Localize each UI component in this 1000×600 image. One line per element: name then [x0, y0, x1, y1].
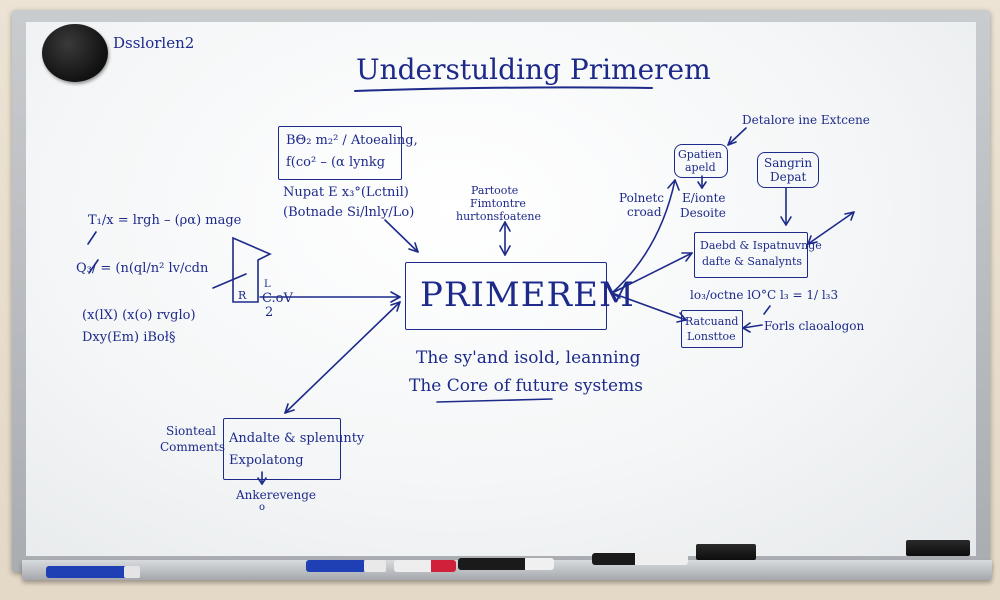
right-top-label: Detalore ine Extcene: [742, 113, 870, 127]
center-box: [405, 262, 607, 330]
center-label: PRIMEREM: [420, 275, 635, 315]
right-box-2: [757, 152, 819, 188]
tagline-underline: [436, 398, 553, 403]
arrow-right-to-box3: [742, 324, 763, 329]
polnetc-line-2: croad: [627, 205, 662, 219]
polnetc-line-1: Polnetc: [619, 191, 665, 205]
bottom-below-mark: o: [259, 502, 266, 513]
blue-marker-cap: [124, 566, 140, 578]
bracket-letter-r: R: [238, 289, 247, 302]
whiteboard-surface: [26, 22, 976, 556]
arrow-center-to-bottom: [284, 301, 401, 414]
under-box-line-1: Nupat E x₃°(Lctnil): [283, 185, 409, 200]
cov-label: C.oV: [262, 291, 293, 306]
eraser-2[interactable]: [906, 540, 970, 556]
above-center-line-2: Fimtontre: [470, 197, 526, 210]
left-bottom-line-1: Sionteal: [166, 424, 216, 438]
blue-marker-2-cap: [364, 560, 386, 572]
lionte-line-2: Desoite: [680, 206, 726, 220]
marker-tray: [22, 560, 992, 580]
right-mid-line-1: Daebd & Ispatnuvnge: [700, 239, 822, 252]
left-bottom-line-2: Comments: [160, 440, 225, 454]
bottom-left-box: [223, 418, 341, 480]
blue-marker-2[interactable]: [306, 560, 366, 572]
right-box-1: [674, 144, 728, 178]
above-center-line-1: Partoote: [471, 184, 519, 197]
top-left-box: [278, 126, 402, 180]
black-marker-2[interactable]: [592, 553, 688, 565]
right-box-3: [681, 310, 743, 348]
magnet-icon: [42, 24, 108, 82]
right-box-3-line-2: Lonsttoe: [687, 330, 736, 343]
right-box-2-line-2: Depat: [770, 170, 807, 184]
above-center-line-3: hurtonsfoatene: [456, 210, 541, 223]
bottom-box-line-1: Andalte & splenunty: [229, 431, 365, 446]
right-bottom-label: Forls claoalogon: [764, 319, 865, 333]
top-box-line-1: BΘ₂ m₂² / Atoealing,: [286, 133, 418, 148]
right-box-1-line-1: Gpatien: [678, 148, 722, 161]
blue-marker[interactable]: [46, 566, 128, 578]
left-equation-4: Dxy(Em) iBoł§: [82, 330, 176, 345]
left-equation-1: T₁/x = lrgh – (ρα) mage: [88, 213, 242, 228]
tagline-line-2: The Core of future systems: [409, 376, 643, 396]
right-equation: lo₃/octne lO°C l₃ = 1/ l₃3: [690, 288, 839, 302]
lionte-line-1: E/ionte: [682, 191, 726, 205]
arrow-topleft-to-center: [384, 219, 419, 253]
left-equation-2: Q₃/ = (n(ql/n² lv/cdn: [76, 261, 209, 276]
tagline-line-1: The sy'and isold, leanning: [416, 348, 641, 368]
board-title: Understulding Primerem: [356, 53, 711, 86]
right-mid-box: [694, 232, 808, 278]
arrow-center-to-rightmid: [611, 252, 693, 294]
black-marker[interactable]: [458, 558, 554, 570]
right-box-1-line-2: apeld: [685, 161, 716, 174]
right-box-2-line-1: Sangrin: [764, 156, 813, 170]
bracket-letter-l: L: [264, 279, 271, 290]
arrow-righttop-to-box1: [727, 127, 747, 146]
under-box-line-2: (Botnade Si/lnly/Lo): [283, 205, 415, 220]
right-mid-line-2: dafte & Sanalynts: [702, 255, 803, 268]
top-box-line-2: f(co² – (α lynkg: [286, 155, 386, 170]
arrow-eq-down: [763, 305, 771, 315]
corner-note: Dsslorlen2: [113, 34, 195, 52]
right-box-3-line-1: Ratcuand: [685, 315, 739, 328]
red-marker[interactable]: [394, 560, 456, 572]
arrow-center-to-rightbox3: [611, 292, 687, 321]
eraser-1[interactable]: [696, 544, 756, 560]
left-equation-3: (x(lX) (x(o) rvglo): [82, 308, 196, 323]
title-underline: [354, 86, 653, 92]
bracket-shape: [232, 236, 272, 303]
arrow-center-to-polnetc: [611, 179, 676, 294]
bottom-below-label: Ankerevenge: [236, 488, 316, 502]
bottom-box-line-2: Expolatong: [229, 453, 304, 468]
arrow-diagonal-right: [807, 211, 855, 245]
cov-number: 2: [265, 305, 274, 320]
